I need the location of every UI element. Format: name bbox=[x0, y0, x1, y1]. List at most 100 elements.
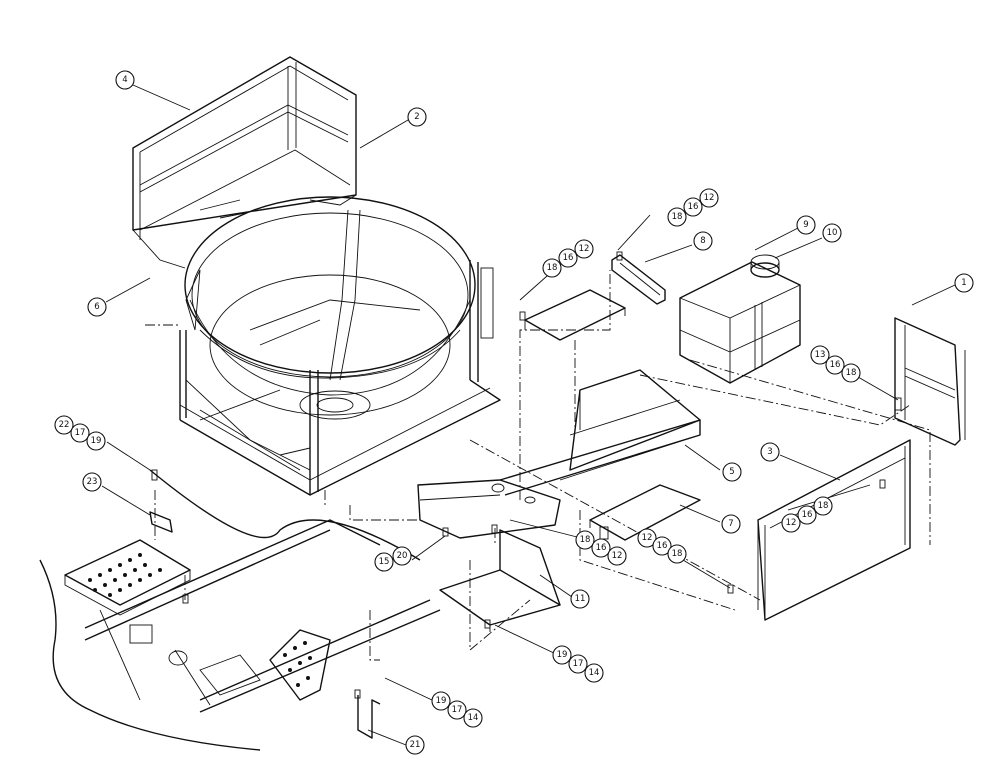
svg-text:18: 18 bbox=[672, 549, 683, 559]
svg-text:21: 21 bbox=[410, 740, 421, 750]
part-bracket-23 bbox=[149, 511, 173, 533]
callout-12: 12 bbox=[699, 188, 719, 208]
hidden-lines bbox=[145, 270, 931, 661]
callout-12: 12 bbox=[637, 528, 657, 548]
callout-23: 23 bbox=[82, 472, 102, 492]
callout-17: 17 bbox=[447, 700, 467, 720]
callout-20: 20 bbox=[392, 546, 412, 566]
callout-8: 8 bbox=[693, 231, 713, 251]
svg-text:18: 18 bbox=[580, 535, 591, 545]
svg-text:13: 13 bbox=[815, 350, 826, 360]
svg-text:16: 16 bbox=[830, 360, 841, 370]
callout-16: 16 bbox=[797, 505, 817, 525]
part-chute-plate-11 bbox=[439, 529, 561, 632]
svg-text:16: 16 bbox=[596, 543, 607, 553]
callout-19: 19 bbox=[431, 691, 451, 711]
svg-text:19: 19 bbox=[436, 696, 447, 706]
callout-9: 9 bbox=[796, 215, 816, 235]
callout-18: 18 bbox=[575, 530, 595, 550]
callout-1: 1 bbox=[954, 273, 974, 293]
callout-2: 2 bbox=[407, 107, 427, 127]
callout-6: 6 bbox=[87, 297, 107, 317]
svg-text:17: 17 bbox=[573, 659, 584, 669]
callout-18: 18 bbox=[667, 207, 687, 227]
svg-text:16: 16 bbox=[802, 510, 813, 520]
svg-text:18: 18 bbox=[547, 263, 558, 273]
part-base-frame bbox=[179, 260, 501, 496]
svg-text:12: 12 bbox=[786, 518, 797, 528]
callout-4: 4 bbox=[115, 70, 135, 90]
callout-7: 7 bbox=[721, 514, 741, 534]
callout-16: 16 bbox=[683, 197, 703, 217]
svg-text:12: 12 bbox=[642, 533, 653, 543]
svg-text:5: 5 bbox=[729, 467, 734, 477]
part-side-panel-3 bbox=[757, 439, 911, 621]
callout-18: 18 bbox=[667, 544, 687, 564]
callout-3: 3 bbox=[760, 442, 780, 462]
callout-11: 11 bbox=[570, 589, 590, 609]
svg-text:7: 7 bbox=[728, 519, 733, 529]
svg-text:9: 9 bbox=[803, 220, 808, 230]
svg-text:1: 1 bbox=[961, 278, 966, 288]
perforation-pattern bbox=[88, 553, 312, 687]
part-end-frame-1 bbox=[894, 317, 966, 446]
svg-text:22: 22 bbox=[59, 420, 70, 430]
callout-21: 21 bbox=[405, 735, 425, 755]
svg-text:19: 19 bbox=[91, 436, 102, 446]
part-feeder-5 bbox=[499, 369, 701, 496]
callout-16: 16 bbox=[825, 355, 845, 375]
callout-10: 10 bbox=[822, 223, 842, 243]
part-top-plate bbox=[524, 289, 626, 341]
part-hopper-frame bbox=[132, 56, 357, 269]
callout-18: 18 bbox=[813, 496, 833, 516]
svg-text:12: 12 bbox=[704, 193, 715, 203]
svg-text:17: 17 bbox=[75, 428, 86, 438]
callout-22: 22 bbox=[54, 415, 74, 435]
svg-text:15: 15 bbox=[379, 557, 390, 567]
svg-text:14: 14 bbox=[468, 713, 479, 723]
callout-18: 18 bbox=[841, 363, 861, 383]
callout-14: 14 bbox=[463, 708, 483, 728]
svg-text:14: 14 bbox=[589, 668, 600, 678]
leader-lines bbox=[101, 84, 956, 746]
part-bracket-8 bbox=[611, 254, 666, 305]
svg-text:2: 2 bbox=[414, 112, 419, 122]
svg-text:12: 12 bbox=[579, 244, 590, 254]
svg-text:3: 3 bbox=[767, 447, 772, 457]
svg-text:18: 18 bbox=[818, 501, 829, 511]
callout-12: 12 bbox=[574, 239, 594, 259]
part-hopper-ring bbox=[184, 196, 476, 420]
svg-text:6: 6 bbox=[94, 302, 99, 312]
part-tank bbox=[679, 254, 801, 384]
svg-text:4: 4 bbox=[122, 75, 127, 85]
svg-text:19: 19 bbox=[557, 650, 568, 660]
svg-text:16: 16 bbox=[563, 253, 574, 263]
callout-5: 5 bbox=[722, 462, 742, 482]
callout-17: 17 bbox=[70, 423, 90, 443]
callout-12: 12 bbox=[607, 546, 627, 566]
svg-text:12: 12 bbox=[612, 551, 623, 561]
svg-text:8: 8 bbox=[700, 236, 705, 246]
callout-18: 18 bbox=[542, 258, 562, 278]
callout-12: 12 bbox=[781, 513, 801, 533]
svg-text:11: 11 bbox=[575, 594, 586, 604]
svg-text:20: 20 bbox=[397, 551, 408, 561]
svg-text:16: 16 bbox=[657, 541, 668, 551]
svg-text:10: 10 bbox=[827, 228, 838, 238]
part-flange-plate bbox=[269, 629, 331, 701]
svg-text:17: 17 bbox=[452, 705, 463, 715]
callout-16: 16 bbox=[558, 248, 578, 268]
svg-text:16: 16 bbox=[688, 202, 699, 212]
callout-15: 15 bbox=[374, 552, 394, 572]
callout-13: 13 bbox=[810, 345, 830, 365]
callout-17: 17 bbox=[568, 654, 588, 674]
callout-19: 19 bbox=[552, 645, 572, 665]
callout-16: 16 bbox=[652, 536, 672, 556]
callout-19: 19 bbox=[86, 431, 106, 451]
callout-14: 14 bbox=[584, 663, 604, 683]
part-bracket-21 bbox=[357, 695, 381, 739]
part-truck-chassis bbox=[39, 469, 441, 751]
svg-text:18: 18 bbox=[672, 212, 683, 222]
svg-text:23: 23 bbox=[87, 477, 98, 487]
